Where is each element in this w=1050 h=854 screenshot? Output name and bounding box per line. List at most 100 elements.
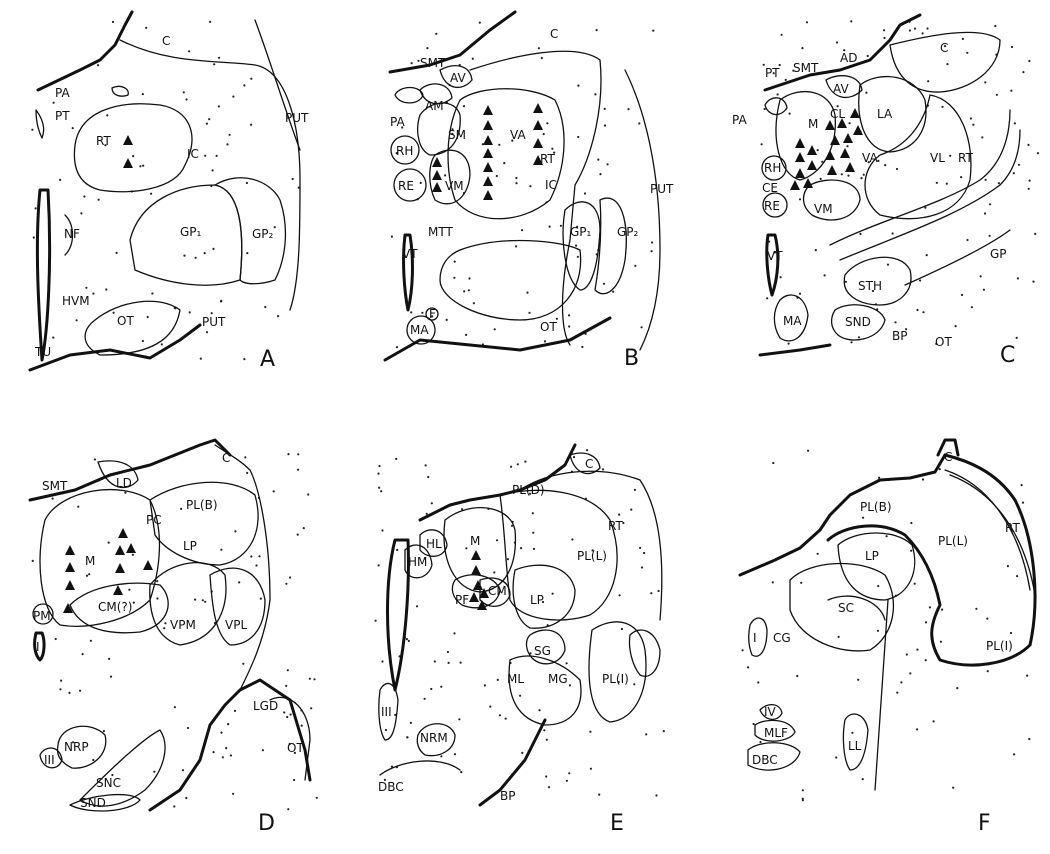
panel-e-label: BP	[500, 789, 515, 803]
stipple-dot	[396, 548, 399, 552]
panel-c-label: PA	[732, 113, 747, 127]
stipple-dot	[622, 521, 625, 525]
stipple-dot	[59, 688, 62, 691]
panel-f-label: RT	[1005, 521, 1020, 535]
stipple-dot	[581, 345, 584, 349]
stipple-dot	[532, 531, 535, 534]
panel-c-markers	[790, 108, 863, 190]
stipple-dot	[924, 659, 927, 662]
stipple-dot	[255, 564, 258, 567]
stipple-dot	[225, 747, 228, 750]
stipple-dot	[89, 639, 92, 642]
stipple-dot	[1010, 89, 1013, 92]
stipple-dot	[981, 136, 984, 139]
stipple-dot	[805, 21, 809, 24]
stipple-dot	[201, 599, 204, 602]
panel-b-label: F	[429, 307, 436, 321]
stipple-dot	[378, 486, 381, 489]
stipple-dot	[264, 305, 267, 309]
panel-c-av	[825, 75, 863, 99]
stipple-dot	[519, 694, 522, 697]
stipple-dot	[972, 123, 975, 126]
stipple-dot	[900, 681, 903, 684]
stipple-dot	[489, 705, 492, 708]
panel-b-label: VM	[445, 179, 464, 193]
stipple-dot	[545, 738, 548, 741]
stipple-dot	[383, 778, 386, 782]
panel-c-top-structure	[889, 31, 1001, 93]
stipple-dot	[212, 247, 215, 250]
panel-f-mlf	[754, 719, 796, 742]
panel-e: C PL(D) RT HL M PL(L) HM PF CM LP SG ML …	[374, 443, 665, 836]
stipple-dot	[88, 573, 91, 576]
stipple-dot	[163, 627, 166, 630]
stipple-dot	[850, 341, 853, 344]
stipple-dot	[529, 185, 532, 188]
stipple-dot	[431, 315, 434, 318]
stipple-dot	[151, 292, 154, 295]
panel-b-label: RH	[396, 144, 413, 158]
stipple-dot	[233, 709, 237, 713]
stipple-dot	[421, 311, 424, 314]
panel-a-ventricle	[35, 188, 52, 362]
panel-e-dots	[374, 449, 665, 797]
panel-c-m	[775, 91, 836, 181]
stipple-dot	[526, 291, 529, 294]
panel-e-c-structure	[569, 452, 601, 475]
stipple-dot	[286, 669, 289, 672]
stipple-dot	[381, 660, 384, 663]
stipple-dot	[243, 84, 246, 87]
panel-e-label: CM	[488, 584, 507, 598]
stipple-dot	[302, 527, 305, 530]
panel-b-label: GP₂	[617, 225, 639, 239]
panel-c-vm	[802, 179, 861, 221]
stipple-dot	[586, 449, 589, 452]
stipple-dot	[575, 244, 578, 247]
stipple-dot	[650, 592, 653, 595]
panel-a-pt	[35, 109, 45, 139]
stipple-dot	[848, 122, 851, 125]
stipple-dot	[986, 670, 989, 673]
stipple-dot	[603, 107, 606, 110]
panel-c-label: M	[808, 117, 818, 131]
stipple-dot	[921, 32, 924, 35]
panel-e-label: MG	[548, 672, 568, 686]
stipple-dot	[313, 678, 316, 681]
panel-a-nf	[64, 214, 74, 256]
panel-d-label: PC	[146, 513, 162, 527]
stipple-dot	[956, 687, 959, 690]
panel-c-dorsal-border	[763, 13, 922, 92]
panel-b-label: OT	[540, 320, 557, 334]
stipple-dot	[453, 632, 456, 635]
panel-a-label: TU	[34, 345, 51, 359]
panel-f-label: PL(L)	[938, 534, 968, 548]
stipple-dot	[651, 241, 654, 244]
panel-c: AD C PT SMT AV PA LA M CL RT RH VA VL CE…	[732, 13, 1040, 368]
stipple-dot	[606, 163, 609, 166]
panel-f-outer-border	[943, 453, 1037, 647]
stipple-dot	[935, 342, 938, 345]
stipple-dot	[896, 691, 899, 694]
stipple-dot	[83, 195, 86, 198]
panel-c-label: MA	[783, 314, 802, 328]
panel-f-label: LL	[848, 739, 862, 753]
stipple-dot	[287, 453, 290, 456]
stipple-dot	[153, 770, 156, 773]
stipple-dot	[419, 181, 422, 184]
panel-a-gp2	[214, 177, 287, 285]
stipple-dot	[465, 547, 468, 550]
stipple-dot	[32, 236, 35, 239]
stipple-dot	[291, 177, 294, 181]
stipple-dot	[287, 808, 290, 811]
stipple-dot	[602, 282, 606, 285]
stipple-dot	[529, 492, 532, 495]
stipple-dot	[520, 547, 523, 550]
stipple-dot	[921, 478, 925, 481]
panel-c-sth	[843, 256, 912, 306]
stipple-dot	[772, 72, 775, 75]
panel-e-iii-ventricle	[378, 682, 399, 741]
stipple-dot	[618, 594, 621, 597]
panel-c-pt-nucleus	[764, 97, 788, 116]
